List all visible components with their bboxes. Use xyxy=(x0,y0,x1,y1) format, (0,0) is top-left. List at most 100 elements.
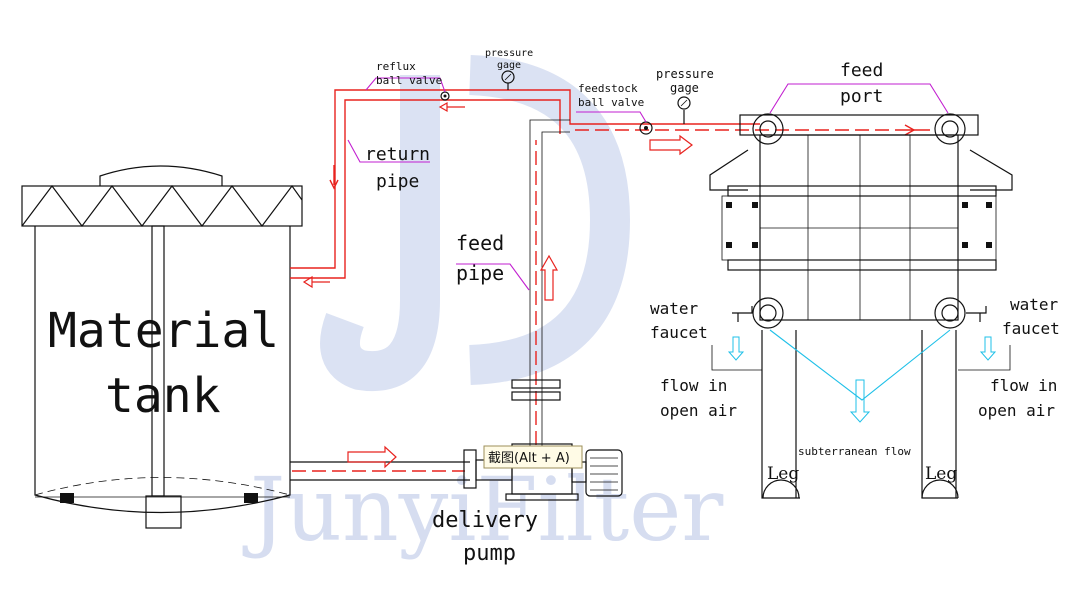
water-faucet-right-label-line2: faucet xyxy=(1002,319,1060,338)
water-faucet-left-label-line1: water xyxy=(650,299,699,318)
leg-left-foot xyxy=(762,479,800,499)
feed-pipe xyxy=(511,119,570,448)
feed-port-label-line1: feed xyxy=(840,60,883,81)
tooltip-box xyxy=(483,445,583,469)
pressure-gage-return-label-line1: pressure xyxy=(485,48,533,59)
pressure-gage-feed-label-line2: gage xyxy=(670,81,699,95)
flow-open-air-right-line2: open air xyxy=(978,401,1055,420)
reflux-left-arrow xyxy=(438,101,465,113)
reflux-valve-center xyxy=(443,94,447,98)
outlet-port-right-outer xyxy=(934,297,966,329)
flow-open-air-left-line1: flow in xyxy=(660,376,727,395)
leader-feedstock-valve xyxy=(576,111,647,123)
feed-pipe-inner xyxy=(541,131,570,448)
feedstock-valve-center xyxy=(644,126,648,130)
feed-pipe-flange-a xyxy=(511,379,561,389)
suction-right-arrow xyxy=(347,445,397,469)
return-pipe-inner xyxy=(290,99,561,279)
watermark-logo-left xyxy=(320,75,440,392)
return-pipe-outer xyxy=(290,89,760,269)
feed-pipe-label-line2: pipe xyxy=(456,261,504,285)
feed-port-right-outer xyxy=(934,113,966,145)
feed-port-left xyxy=(752,113,784,145)
outlet-port-left xyxy=(752,297,784,329)
material-tank: Material tank xyxy=(21,165,303,529)
leader-feed-pipe xyxy=(456,263,530,291)
subterranean-down-arrow xyxy=(849,379,871,423)
tank-outlet-left xyxy=(60,493,74,503)
material-tank-label-line1: Material xyxy=(48,303,279,359)
labels: reflux ball valve pressure gage feedstoc… xyxy=(365,48,1060,484)
bolt-left-top-a xyxy=(726,202,732,208)
feed-port-right-inner xyxy=(941,120,959,138)
return-down-arrow xyxy=(329,165,339,190)
pressure-gage-return-label-line2: gage xyxy=(497,60,521,71)
water-faucet-right-icon xyxy=(966,306,987,322)
suction-line xyxy=(290,445,470,481)
flow-open-air-left-line2: open air xyxy=(660,401,737,420)
tank-lid xyxy=(99,165,223,186)
faucet-left-flow-arrow xyxy=(727,336,745,361)
delivery-pump: delivery pump xyxy=(432,443,623,566)
pressure-gage-feed xyxy=(677,96,691,124)
return-pipe-label-line1: return xyxy=(365,144,430,165)
pump-base xyxy=(505,493,579,501)
material-tank-label-line2: tank xyxy=(105,368,221,424)
bolt-right-bottom-b xyxy=(986,242,992,248)
bolt-left-bottom-a xyxy=(726,242,732,248)
press-left-bracket xyxy=(709,149,749,191)
watermark-logo-right xyxy=(468,55,631,385)
pump-motor xyxy=(585,449,623,497)
basin-right xyxy=(958,345,1011,371)
feedstock-valve-label-line1: feedstock xyxy=(578,82,638,95)
pressure-gage-return-needle xyxy=(504,73,512,81)
feed-right-arrow xyxy=(649,134,693,156)
pressure-gage-feed-label-line1: pressure xyxy=(656,67,714,81)
leg-right-label: Leg xyxy=(925,464,957,484)
agitator-shaft xyxy=(151,225,165,497)
leg-left xyxy=(761,330,800,499)
leg-right-foot xyxy=(921,479,959,499)
water-faucet-right-label-line1: water xyxy=(1010,295,1059,314)
press-right-bracket xyxy=(969,149,1013,191)
reflux-ball-valve xyxy=(440,91,450,101)
delivery-pump-label-line1: delivery xyxy=(432,508,538,533)
leader-return-pipe xyxy=(347,139,430,163)
subterranean-flow-label: subterranean flow xyxy=(798,445,911,458)
leader-lines xyxy=(347,77,949,291)
tank-truss-web xyxy=(21,184,303,227)
feed-port-label-line2: port xyxy=(840,86,883,107)
leader-feed-port xyxy=(769,83,949,114)
leader-reflux-valve xyxy=(365,77,446,93)
leg-left-label: Leg xyxy=(767,464,799,484)
feed-line-arrowhead xyxy=(904,124,916,136)
feed-port-left-inner xyxy=(759,120,777,138)
feed-port-right xyxy=(934,113,966,145)
press-left-head xyxy=(721,195,761,261)
bolt-left-top-b xyxy=(752,202,758,208)
feedstock-valve-label-line2: ball valve xyxy=(578,96,644,109)
return-left-arrow xyxy=(302,275,330,289)
press-plate-stack xyxy=(759,134,959,321)
pressure-gage-return xyxy=(501,70,515,90)
bolt-right-bottom-a xyxy=(962,242,968,248)
watermark: JunyiFilter xyxy=(242,55,724,561)
reflux-valve-label-line2: ball valve xyxy=(376,74,442,87)
outlet-port-left-outer xyxy=(752,297,784,329)
feed-port-left-outer xyxy=(752,113,784,145)
bolt-left-bottom-b xyxy=(752,242,758,248)
outlet-port-right xyxy=(934,297,966,329)
reflux-valve-label-line1: reflux xyxy=(376,60,416,73)
press-right-head xyxy=(957,195,997,261)
screenshot-tooltip[interactable]: 截图(Alt + A) xyxy=(483,445,583,469)
subterranean-flow-path xyxy=(769,329,951,401)
flow-open-air-right-line1: flow in xyxy=(990,376,1057,395)
agitator-base xyxy=(145,495,182,529)
tank-truss-frame xyxy=(21,185,303,227)
bolt-right-top-b xyxy=(986,202,992,208)
feed-pipe-outer xyxy=(529,119,570,448)
pressure-gage-feed-needle xyxy=(680,99,688,107)
tank-outlet-right xyxy=(244,493,258,503)
